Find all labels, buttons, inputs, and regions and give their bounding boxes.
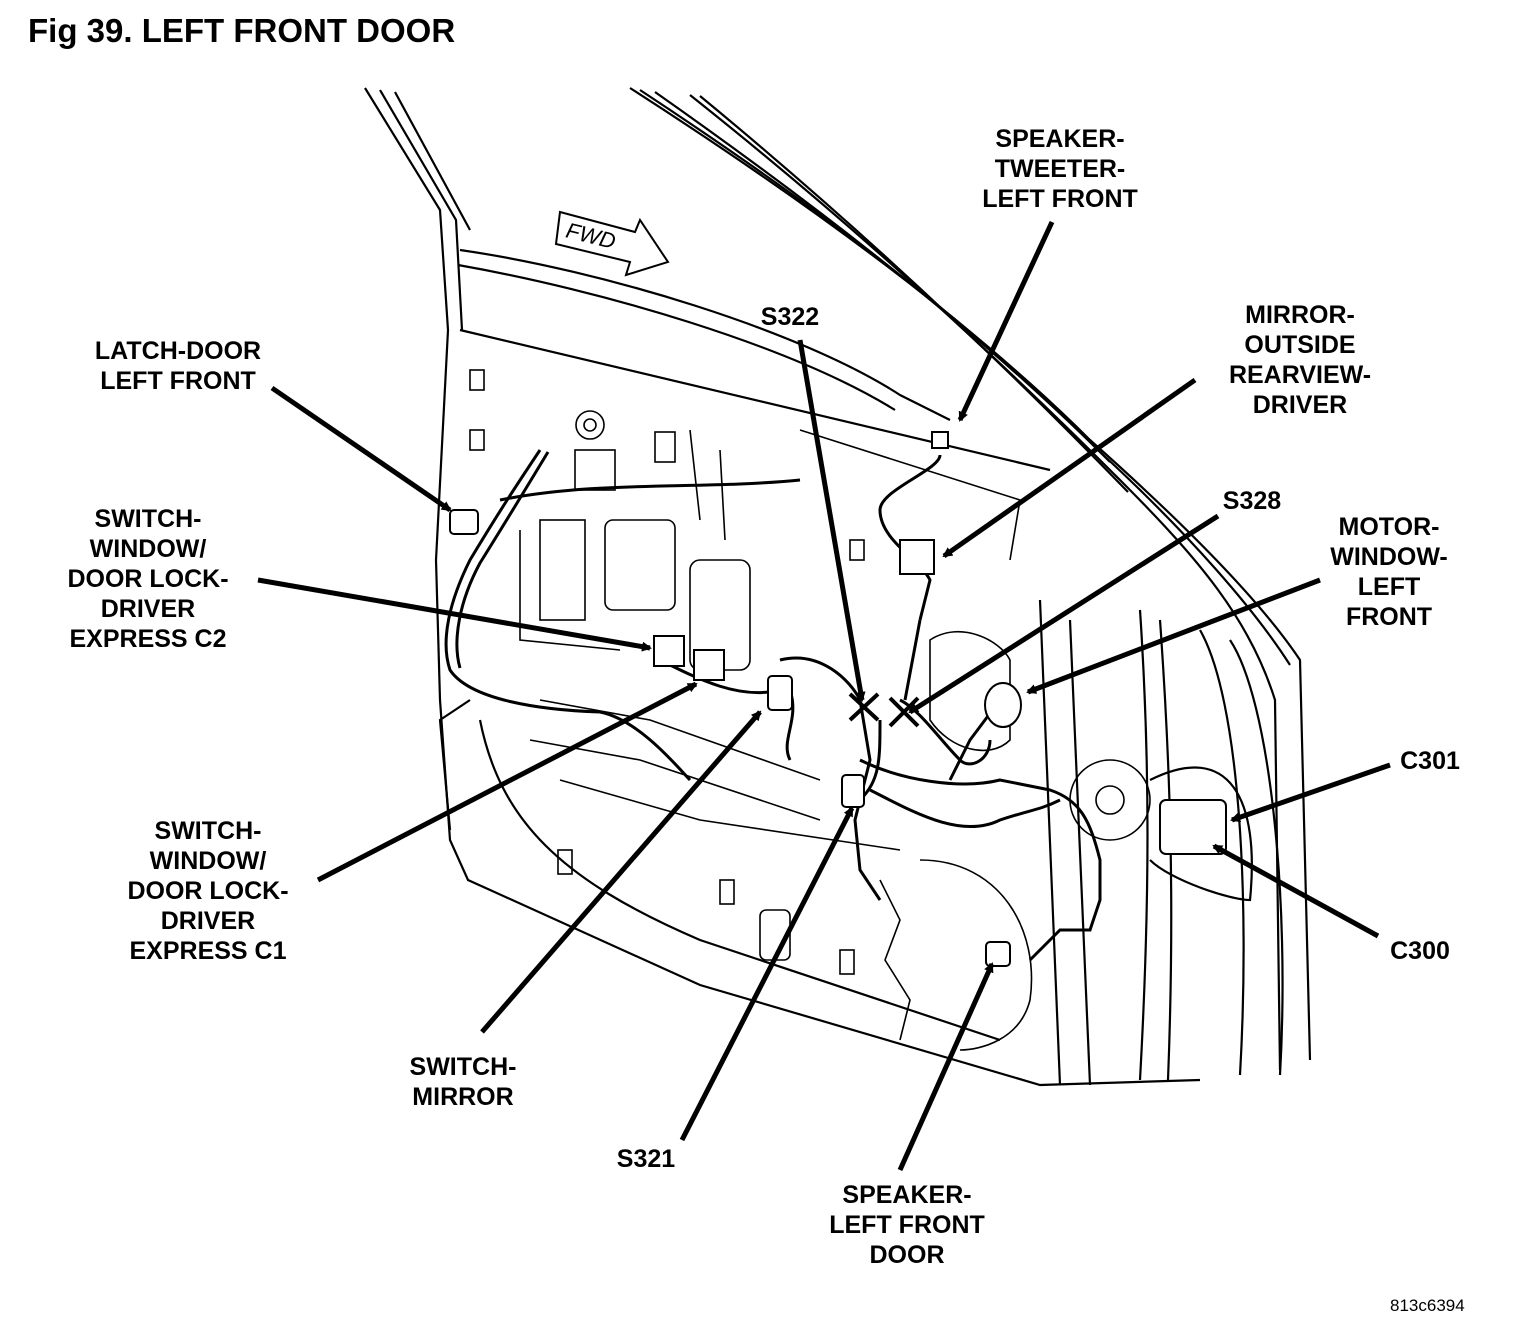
callout-line: EXPRESS C2 <box>69 625 227 653</box>
callout-line: LATCH-DOOR <box>94 337 262 365</box>
leader-s328 <box>908 513 1220 715</box>
latch-door-connector <box>449 509 479 535</box>
callout-line: DRIVER <box>1252 391 1348 419</box>
callout-switch-mirror: SWITCH-MIRROR <box>410 1052 517 1112</box>
motor-window-connector <box>984 682 1022 728</box>
leader-mirror <box>942 377 1197 559</box>
callout-line: FRONT <box>1345 603 1433 631</box>
callout-line: MIRROR- <box>1245 301 1355 329</box>
tweeter-connector <box>931 431 949 449</box>
callout-line: S328 <box>1222 487 1282 515</box>
callout-line: SWITCH- <box>154 817 262 845</box>
callout-line: REARVIEW- <box>1228 361 1372 389</box>
figure-title: Fig 39. LEFT FRONT DOOR <box>28 12 456 49</box>
callout-line: C301 <box>1400 747 1460 775</box>
leader-lines <box>257 220 1391 1172</box>
callout-line: EXPRESS C1 <box>129 937 287 965</box>
callout-line: DOOR LOCK- <box>67 565 229 593</box>
s322-splice <box>848 692 880 722</box>
callout-s322: S322 <box>761 302 819 332</box>
callout-line: MOTOR- <box>1338 513 1440 541</box>
harness-clip <box>841 774 865 808</box>
callout-line: WINDOW/ <box>149 847 267 875</box>
callout-line: LEFT FRONT <box>982 185 1138 213</box>
leader-c300 <box>1212 843 1380 939</box>
reference-code: 813c6394 <box>1390 1296 1465 1315</box>
door-frame <box>364 87 1312 1087</box>
leader-switch-c1 <box>316 681 698 883</box>
c300-c301-connector <box>1159 799 1227 855</box>
callout-line: TWEETER- <box>994 155 1126 183</box>
leader-speaker-door <box>897 962 995 1172</box>
callout-line: LEFT FRONT <box>100 367 256 395</box>
callout-line: WINDOW/ <box>89 535 207 563</box>
callout-line: DOOR LOCK- <box>127 877 289 905</box>
callout-c301: C301 <box>1400 746 1460 776</box>
wiring-harness <box>444 449 1102 962</box>
splice-marks <box>848 692 920 728</box>
switch-c1-connector <box>693 649 725 681</box>
leader-speaker-tweeter <box>957 220 1055 422</box>
callout-line: OUTSIDE <box>1244 331 1356 359</box>
callout-line: DRIVER <box>160 907 256 935</box>
leader-s321 <box>679 806 855 1142</box>
callout-line: DOOR <box>869 1241 945 1269</box>
leader-c301 <box>1230 762 1391 823</box>
callout-line: SPEAKER- <box>842 1181 972 1209</box>
callout-line: S322 <box>760 303 820 331</box>
callout-line: DRIVER <box>100 595 196 623</box>
speaker-door-connector <box>985 941 1011 967</box>
leader-motor-window <box>1026 577 1321 695</box>
callout-line: SPEAKER- <box>995 125 1125 153</box>
leader-latch-door <box>270 385 452 513</box>
callout-line: MIRROR <box>412 1083 514 1111</box>
fwd-arrow: FWD <box>554 210 670 277</box>
callout-line: SWITCH- <box>409 1053 517 1081</box>
switch-mirror-connector <box>767 675 793 711</box>
callout-line: S321 <box>616 1145 676 1173</box>
callout-line: SWITCH- <box>94 505 202 533</box>
callout-s321: S321 <box>617 1144 675 1174</box>
callout-line: WINDOW- <box>1330 543 1448 571</box>
callout-s328: S328 <box>1223 486 1281 516</box>
callout-speaker-tweeter: SPEAKER-TWEETER-LEFT FRONT <box>982 124 1138 214</box>
connectors <box>449 431 1227 967</box>
mirror-connector <box>899 539 935 575</box>
leader-switch-mirror <box>480 710 762 1034</box>
callout-c300: C300 <box>1390 936 1450 966</box>
leader-switch-c2 <box>257 577 652 652</box>
callout-line: LEFT FRONT <box>829 1211 985 1239</box>
leader-s322 <box>797 339 866 702</box>
inner-panel <box>469 369 1151 1051</box>
switch-c2-connector <box>653 635 685 667</box>
callout-line: C300 <box>1390 937 1450 965</box>
s328-splice <box>888 696 920 728</box>
callout-line: LEFT <box>1357 573 1421 601</box>
